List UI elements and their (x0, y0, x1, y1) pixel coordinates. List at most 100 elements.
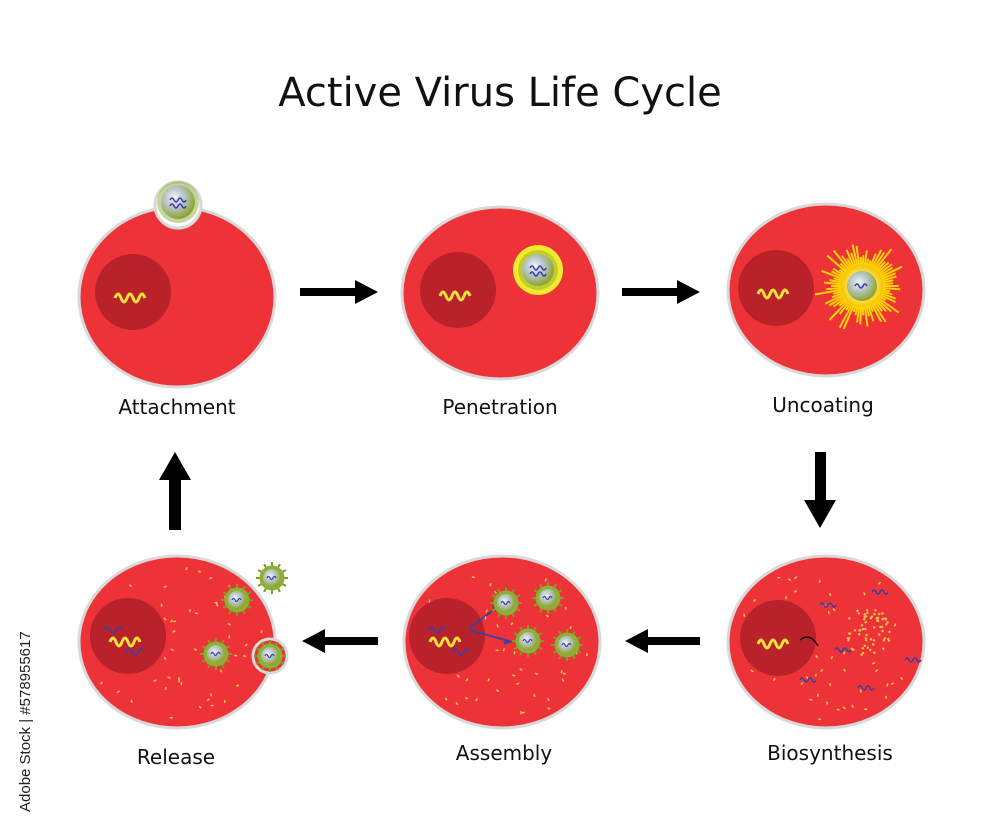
protein-dot (130, 699, 133, 703)
protein-dot (815, 655, 819, 659)
protein-dot (884, 695, 888, 699)
protein-dot (209, 693, 213, 697)
protein-dot (881, 629, 884, 633)
protein-dot (800, 682, 804, 686)
rna-strand (871, 589, 889, 595)
protein-dot (885, 623, 888, 626)
protein-dot (853, 629, 857, 632)
rna-strand (904, 657, 922, 663)
protein-dot (882, 647, 885, 650)
protein-dot (873, 613, 876, 616)
viral-genome (756, 638, 790, 650)
protein-dot (561, 678, 565, 682)
protein-dot (820, 668, 824, 673)
protein-dot (888, 630, 891, 634)
protein-dot (863, 618, 866, 621)
protein-dot (750, 669, 754, 673)
protein-dot (787, 578, 792, 582)
protein-dot (872, 643, 875, 646)
protein-dot (794, 575, 798, 580)
protein-dot (227, 622, 231, 626)
protein-dot (484, 616, 487, 620)
protein-dot (872, 661, 876, 665)
protein-dot (830, 655, 834, 660)
protein-dot (856, 609, 859, 612)
protein-dot (177, 676, 181, 681)
protein-dot (842, 706, 846, 710)
protein-dot (493, 590, 498, 594)
protein-dot (865, 639, 868, 642)
protein-dot (886, 683, 889, 687)
stage-release: Release (77, 554, 289, 769)
nucleus (738, 250, 814, 326)
protein-dot (881, 618, 884, 621)
protein-dot (881, 612, 884, 615)
rna-strand (834, 647, 852, 653)
rna-strand (857, 685, 875, 691)
protein-dot (865, 633, 868, 637)
protein-dot (532, 693, 536, 698)
viral-genome (428, 636, 462, 648)
protein-dot (857, 612, 860, 615)
protein-dot (464, 697, 469, 700)
protein-dot (163, 585, 167, 589)
virion (551, 629, 583, 661)
protein-dot (883, 637, 886, 640)
protein-dot (900, 676, 904, 681)
nucleus (95, 254, 171, 330)
protein-dot (866, 609, 869, 612)
protein-dot (878, 633, 881, 636)
protein-dot (210, 704, 214, 707)
protein-dot (814, 673, 817, 677)
transcription-arrow (799, 636, 819, 647)
protein-dot (772, 677, 776, 682)
protein-dot (878, 612, 881, 616)
viral-genome (438, 290, 472, 302)
protein-dot (886, 621, 889, 624)
rna-strand (819, 602, 837, 608)
protein-dot (863, 644, 866, 647)
diagram-title: Active Virus Life Cycle (278, 70, 722, 116)
arrow-right-1 (300, 280, 378, 304)
protein-dot (471, 576, 475, 579)
protein-dot (546, 698, 550, 702)
viral-rna-strands (799, 589, 922, 691)
protein-dot (519, 667, 523, 671)
viral-genome (108, 636, 142, 648)
protein-dot (817, 718, 822, 721)
protein-dot (455, 701, 459, 706)
protein-dot (242, 655, 247, 658)
nucleus (409, 598, 485, 674)
protein-dot (861, 651, 865, 655)
host-cell (726, 554, 926, 730)
arrow-right-2 (622, 280, 700, 304)
protein-dot (887, 637, 890, 641)
protein-dot (560, 670, 563, 674)
protein-dot (209, 576, 213, 580)
viral-genome (756, 288, 790, 300)
protein-dot (860, 653, 863, 656)
protein-dot (545, 614, 550, 618)
protein-dot (219, 669, 223, 673)
nucleus (420, 252, 496, 328)
protein-dot (153, 679, 157, 682)
arrow-up (159, 452, 191, 530)
protein-dot (842, 651, 846, 655)
protein-dot (869, 638, 873, 641)
protein-dot (825, 701, 829, 705)
protein-dot (876, 619, 880, 623)
arrow-left-1 (625, 629, 700, 653)
new-virions (490, 582, 583, 661)
arrow-down (804, 452, 836, 528)
protein-dot (235, 684, 240, 687)
protein-dot (836, 708, 840, 711)
protein-dot (456, 674, 460, 678)
protein-dot (496, 689, 500, 693)
nucleus (740, 600, 816, 676)
virion (256, 562, 288, 594)
protein-dot (864, 620, 868, 624)
protein-dot (167, 676, 171, 679)
protein-dot (520, 711, 522, 715)
protein-dot (816, 693, 819, 697)
